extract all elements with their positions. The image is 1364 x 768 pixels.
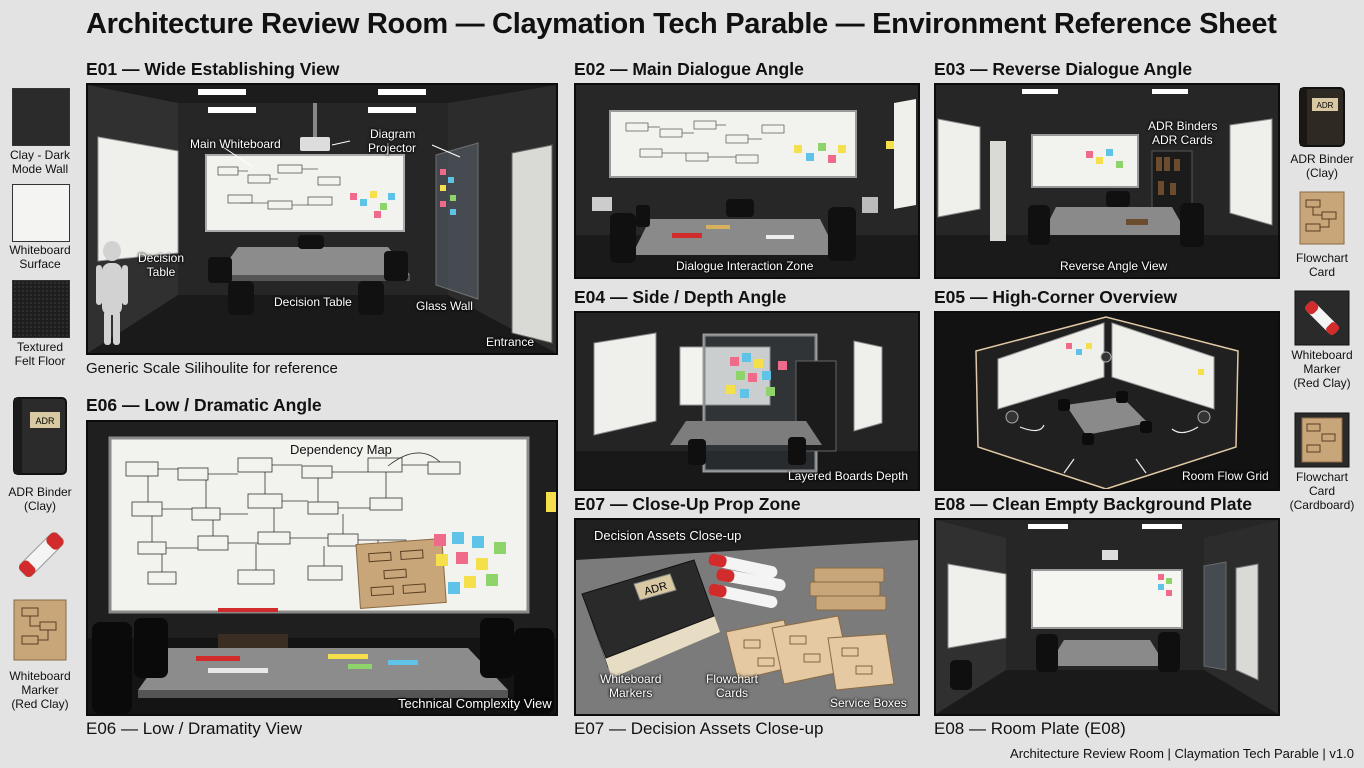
panel-label-e04: E04 — Side / Depth Angle [574, 287, 787, 307]
panel-e02: Dialogue Interaction Zone [574, 83, 920, 279]
flowchart-card-icon [1294, 412, 1350, 468]
caption-glass-wall: Glass Wall [416, 299, 473, 313]
panel-label-e06: E06 — Low / Dramatic Angle [86, 395, 322, 415]
adr-binder-icon: ADR [13, 397, 67, 475]
e07-sublabel: E07 — Decision Assets Close-up [574, 719, 824, 738]
panel-label-e08: E08 — Clean Empty Background Plate [934, 494, 1253, 514]
panel-e03: ADR Binders ADR Cards Reverse Angle View [934, 83, 1280, 279]
e08-sublabel: E08 — Room Plate (E08) [934, 719, 1126, 738]
swatch-dark-wall [12, 88, 70, 146]
sheet-title: Architecture Review Room — Claymation Te… [86, 8, 1277, 40]
caption-projector: Projector [368, 141, 417, 155]
red-marker-icon [1294, 290, 1350, 346]
caption-dialogue-zone: Dialogue Interaction Zone [676, 259, 814, 273]
caption-adr-cards: ADR Cards [1152, 133, 1213, 147]
adr-badge-text: ADR [35, 416, 55, 426]
panel-label-e03: E03 — Reverse Dialogue Angle [934, 59, 1193, 79]
caption-reverse-angle: Reverse Angle View [1060, 259, 1168, 273]
swatch-felt-floor [12, 280, 70, 338]
panel-e05: Room Flow Grid [934, 311, 1280, 491]
caption-technical-complexity: Technical Complexity View [398, 696, 552, 711]
e01-note: Generic Scale Silihoulite for reference [86, 360, 338, 377]
panel-e06: Dependency Map Technical Complexity View [86, 420, 558, 716]
panel-label-e02: E02 — Main Dialogue Angle [574, 59, 804, 79]
red-marker-icon [18, 532, 64, 578]
prop-label: ADR Binder(Clay) [1290, 152, 1354, 180]
caption-service-boxes: Service Boxes [830, 696, 907, 710]
caption-diagram: Diagram [370, 127, 416, 141]
caption-layered-depth: Layered Boards Depth [788, 469, 909, 483]
e06-sublabel: E06 — Low / Dramatity View [86, 719, 303, 738]
swatch-whiteboard [12, 184, 70, 242]
caption-decision-assets: Decision Assets Close-up [594, 528, 742, 543]
caption-dependency-map: Dependency Map [290, 442, 392, 457]
panel-e04: Layered Boards Depth [574, 311, 920, 491]
caption-decision-table: Decision Table [274, 295, 352, 309]
panel-label-e05: E05 — High-Corner Overview [934, 287, 1178, 307]
caption-adr-binders: ADR Binders [1148, 119, 1218, 133]
prop-label: ADR Binder(Clay) [8, 485, 72, 513]
panel-e08 [934, 518, 1280, 716]
panel-label-e01: E01 — Wide Establishing View [86, 59, 340, 79]
panel-e01: Main Whiteboard Diagram Projector Decisi… [86, 83, 558, 355]
footer: Architecture Review Room | Claymation Te… [1010, 746, 1354, 761]
adr-binder-icon: ADR [1299, 87, 1345, 147]
caption-room-flow: Room Flow Grid [1182, 469, 1269, 483]
caption-main-whiteboard: Main Whiteboard [190, 137, 281, 151]
flowchart-card-icon [13, 599, 67, 661]
adr-badge-text: ADR [1317, 101, 1334, 110]
flowchart-card-icon [1299, 191, 1345, 245]
panel-label-e07: E07 — Close-Up Prop Zone [574, 494, 801, 514]
caption-entrance: Entrance [486, 335, 535, 349]
